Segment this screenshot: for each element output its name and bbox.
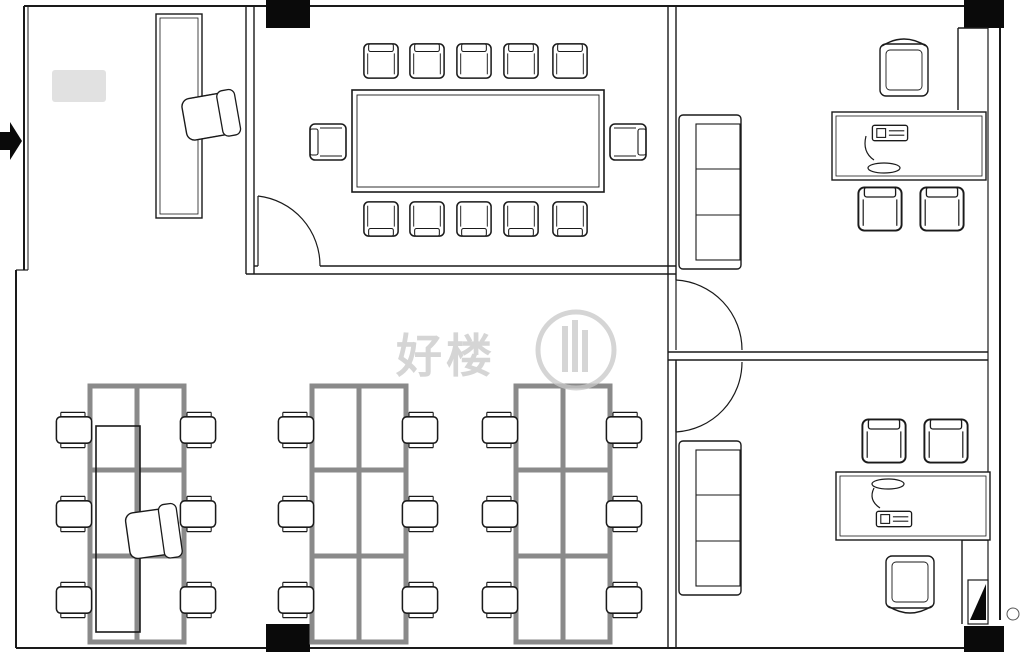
meeting-chair xyxy=(456,43,492,79)
interior-walls xyxy=(245,6,988,648)
meeting-chair xyxy=(309,123,347,161)
task-chair xyxy=(605,581,643,619)
desk xyxy=(831,111,987,181)
equipment-box xyxy=(967,579,989,625)
task-chair xyxy=(401,411,439,449)
task-chair xyxy=(605,411,643,449)
small-circle-icon xyxy=(1006,607,1020,621)
task-chair xyxy=(277,495,315,533)
task-chair xyxy=(605,495,643,533)
office-chair xyxy=(885,555,935,614)
private-office-bottomright xyxy=(835,418,1020,625)
guest-chair xyxy=(923,418,969,464)
meeting-chair xyxy=(409,43,445,79)
meeting-chair xyxy=(363,43,399,79)
guest-chair xyxy=(919,186,965,232)
lamp-icon xyxy=(864,135,875,161)
pillar xyxy=(266,624,310,652)
task-chair xyxy=(277,581,315,619)
meeting-chair xyxy=(503,43,539,79)
watermark-text: 好楼 xyxy=(395,329,496,383)
door-swing xyxy=(675,361,743,433)
sofa xyxy=(678,114,742,270)
task-chair xyxy=(481,581,519,619)
task-chair xyxy=(55,495,93,533)
outer-walls xyxy=(15,5,1001,649)
desk-cluster xyxy=(309,383,409,645)
task-chair xyxy=(277,411,315,449)
arrow-right-icon xyxy=(0,122,22,160)
lamp-base xyxy=(867,162,901,174)
meeting-chair xyxy=(409,201,445,237)
meeting-room xyxy=(309,43,647,237)
task-chair xyxy=(55,411,93,449)
phone-icon xyxy=(875,510,913,528)
desk-cluster xyxy=(513,383,613,645)
meeting-chair xyxy=(363,201,399,237)
desk xyxy=(835,471,991,541)
task-chair xyxy=(179,411,217,449)
phone-icon xyxy=(871,124,909,142)
door-swing xyxy=(675,279,743,351)
task-chair xyxy=(401,581,439,619)
structural-pillars xyxy=(266,0,1004,652)
task-chair xyxy=(55,581,93,619)
door-swing xyxy=(257,195,321,267)
task-chair xyxy=(179,495,217,533)
guest-chair xyxy=(857,186,903,232)
office-chair xyxy=(879,38,929,97)
lamp-icon xyxy=(871,487,881,509)
meeting-chair xyxy=(503,201,539,237)
lamp-base xyxy=(871,478,905,490)
watermark-logo: 好楼 xyxy=(395,309,617,391)
pillar xyxy=(964,626,1004,652)
pillar xyxy=(964,0,1004,28)
office-chair xyxy=(181,88,242,141)
meeting-chair xyxy=(552,43,588,79)
task-chair xyxy=(401,495,439,533)
guest-chair xyxy=(861,418,907,464)
task-chair xyxy=(179,581,217,619)
pillar xyxy=(266,0,310,28)
private-office-topright xyxy=(831,38,987,232)
meeting-chair xyxy=(456,201,492,237)
meeting-chair xyxy=(552,201,588,237)
private-office-topleft xyxy=(155,13,242,219)
task-chair xyxy=(481,411,519,449)
redacted-label xyxy=(52,70,106,102)
task-chair xyxy=(481,495,519,533)
sofa xyxy=(678,440,742,596)
conference-table xyxy=(351,89,605,193)
meeting-chair xyxy=(609,123,647,161)
doors xyxy=(257,195,743,433)
office-chair xyxy=(124,502,183,560)
